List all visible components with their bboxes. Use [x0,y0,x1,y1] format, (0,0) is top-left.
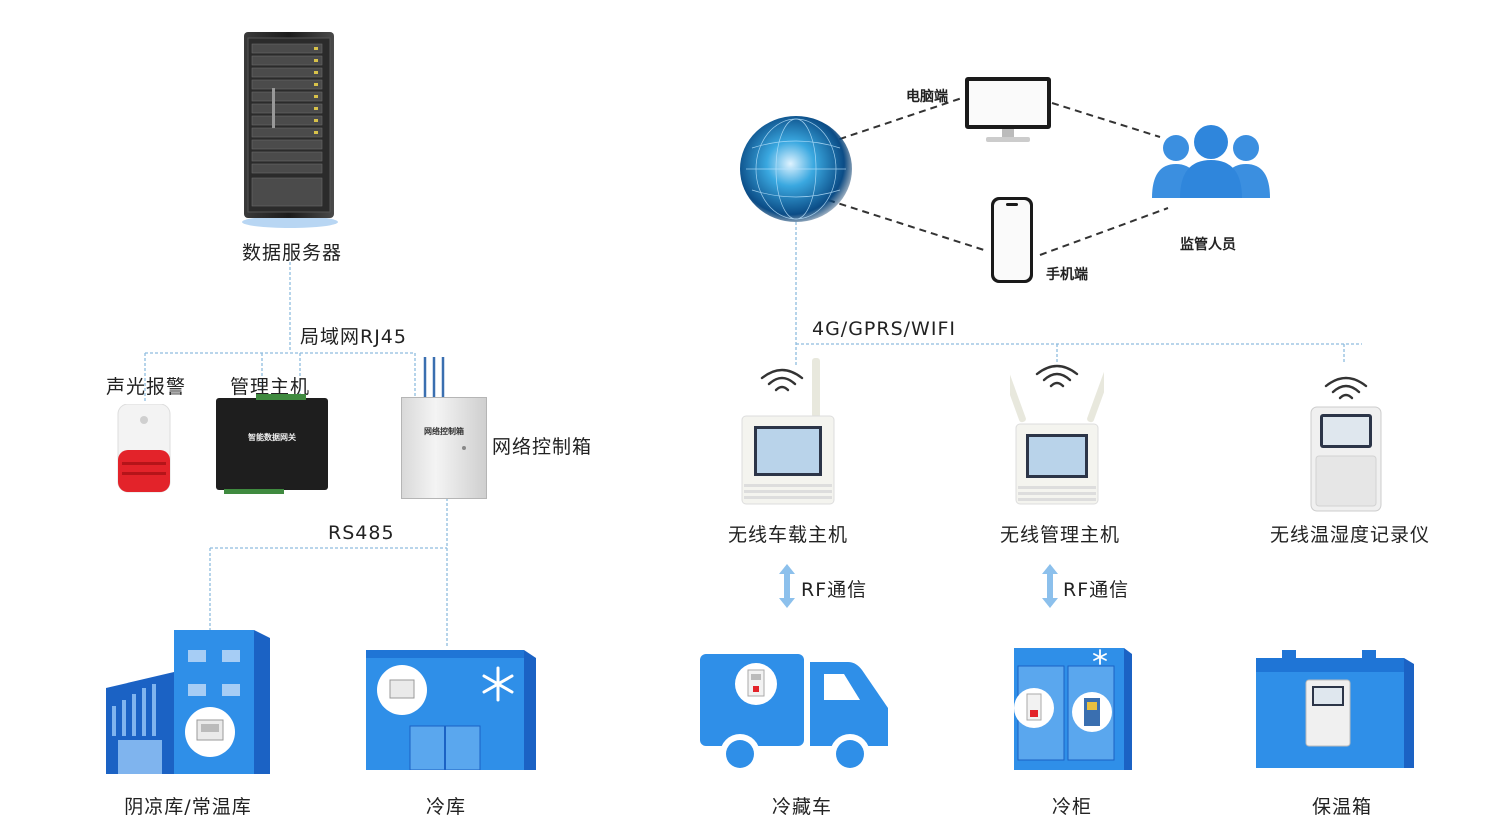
rf-label-1: RF通信 [801,579,868,601]
rs485-label: RS485 [328,522,395,544]
lan-label: 局域网RJ45 [300,326,407,348]
staff-label: 监管人员 [1180,237,1236,253]
device-label-management: 无线管理主机 [999,524,1121,546]
netbox-title: 网络控制箱 [424,427,464,436]
host-label: 管理主机 [230,376,311,398]
cold-store-label: 冷库 [425,796,467,818]
cold-store-icon [366,650,538,771]
lock-icon [462,446,466,450]
warehouse-building-icon [104,628,272,774]
bidirectional-arrow-icon [1042,564,1058,608]
terminal-block-icon [224,489,284,494]
phone-label: 手机端 [1046,267,1088,283]
alarm-device-icon [116,403,172,494]
netbox-label: 网络控制箱 [492,436,593,458]
staff-group-icon [1150,122,1272,198]
wifi-icon [1033,362,1081,390]
alarm-label: 声光报警 [106,376,187,398]
wifi-icon [1322,374,1370,402]
globe-icon [738,114,854,224]
network-control-box: 网络控制箱 [401,397,487,499]
insulated-box-icon [1254,648,1416,768]
endpoint-label-cabinet: 冷柜 [1051,796,1093,818]
device-label-recorder: 无线温湿度记录仪 [1269,524,1431,546]
rf-label-2: RF通信 [1063,579,1130,601]
device-label-vehicle: 无线车载主机 [727,524,849,546]
endpoint-label-truck: 冷藏车 [771,796,833,818]
monitor-icon [964,76,1052,144]
gateway-title: 智能数据网关 [248,433,296,442]
bidirectional-arrow-icon [779,564,795,608]
pc-label: 电脑端 [906,89,948,105]
freezer-cabinet-icon [1012,646,1134,772]
terminal-block-icon [256,394,306,400]
vehicle-host-device-icon [740,358,836,508]
server-rack-icon [238,28,342,228]
management-host-device-icon [1001,362,1112,508]
server-label: 数据服务器 [241,242,343,264]
warehouse-label: 阴凉库/常温库 [124,796,252,818]
network-label: 4G/GPRS/WIFI [812,318,956,340]
endpoint-label-box: 保温箱 [1311,796,1373,818]
phone-icon [990,196,1034,286]
refrigerated-truck-icon [698,652,892,776]
wifi-icon [758,366,806,394]
temperature-recorder-device-icon [1310,406,1382,512]
gateway-device: 智能数据网关 [216,394,328,494]
